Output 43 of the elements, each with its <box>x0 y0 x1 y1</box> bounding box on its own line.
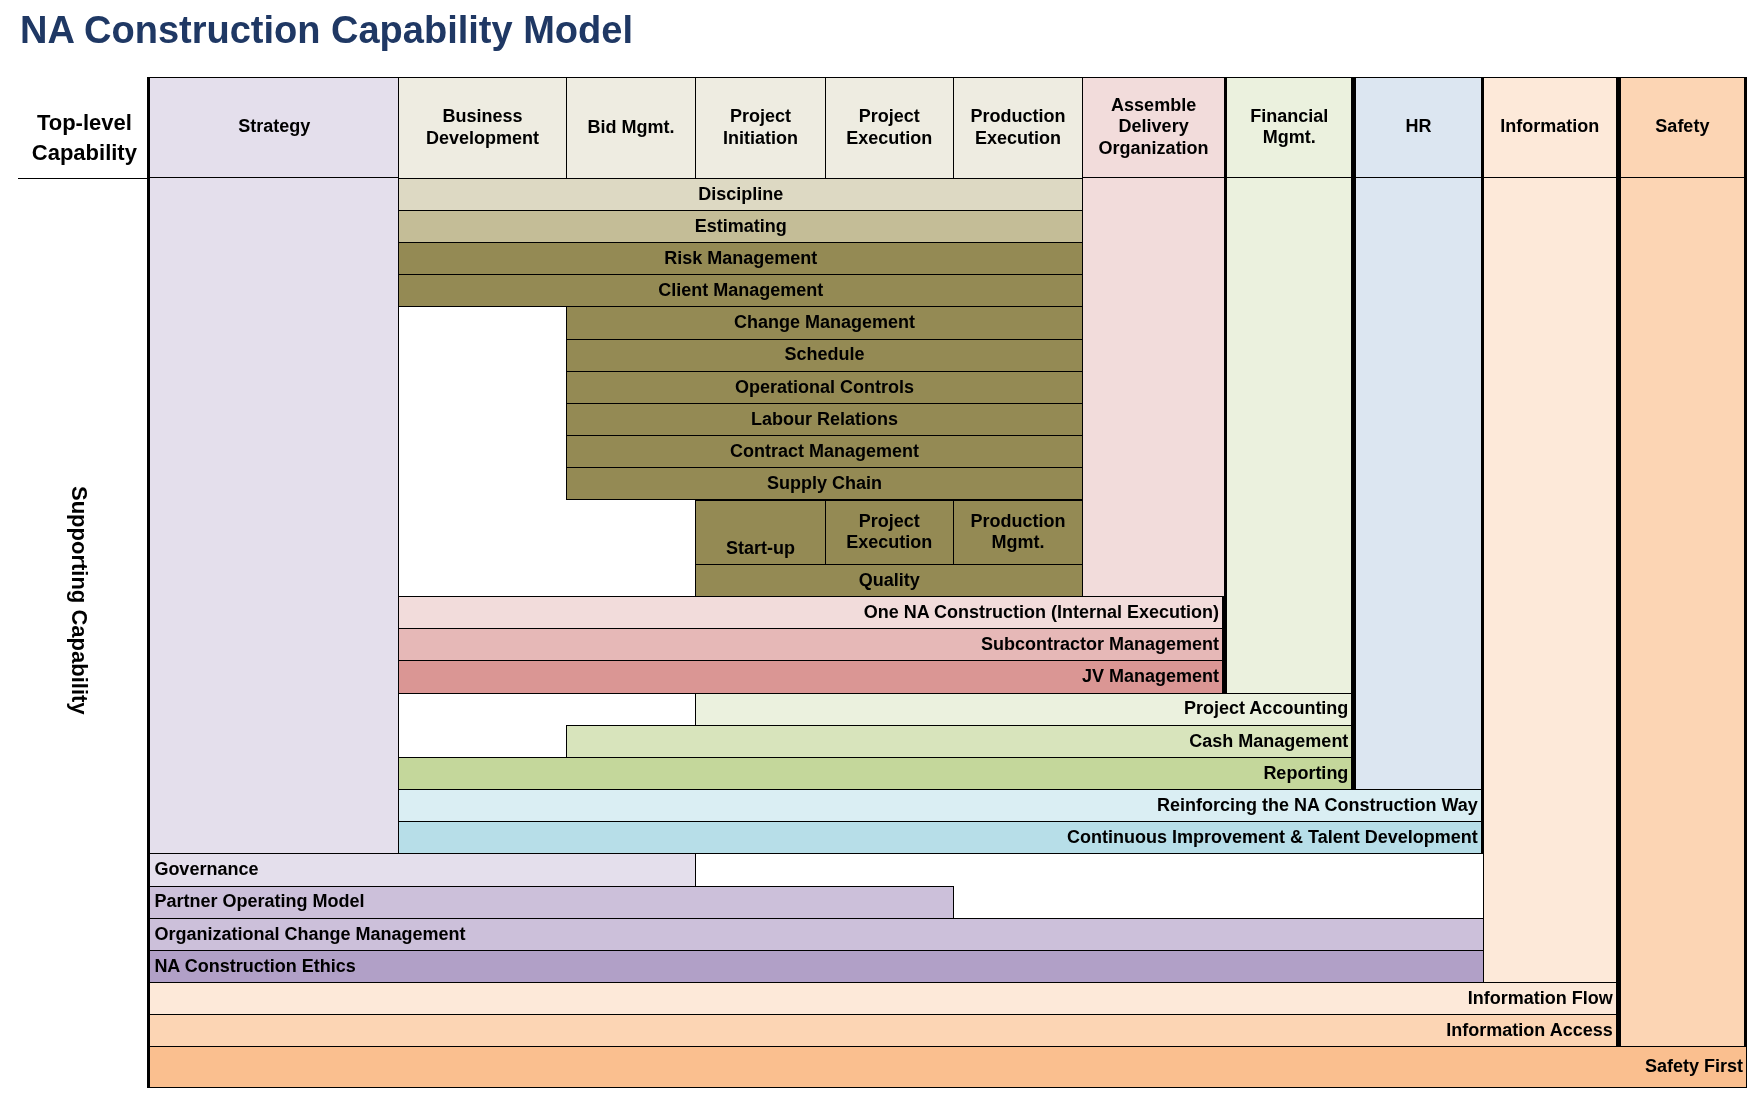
capability-band: Subcontractor Management <box>398 628 1225 662</box>
capability-band: Continuous Improvement & Talent Development <box>398 821 1484 855</box>
capability-band: One NA Construction (Internal Execution) <box>398 596 1225 630</box>
capability-band: Supply Chain <box>565 467 1084 501</box>
capability-band: Discipline <box>398 177 1084 211</box>
capability-band: Start-up <box>695 499 826 565</box>
column-header: Production Execution <box>952 76 1084 179</box>
capability-band: Operational Controls <box>565 370 1084 404</box>
capability-band: Information Flow <box>147 982 1619 1016</box>
capability-column: Financial Mgmt. <box>1224 76 1355 694</box>
column-header: Project Initiation <box>695 76 826 179</box>
capability-band: Organizational Change Management <box>147 917 1484 951</box>
capability-band: Estimating <box>398 209 1084 244</box>
capability-band: Risk Management <box>398 242 1084 276</box>
capability-band: Partner Operating Model <box>147 885 954 919</box>
column-header: Bid Mgmt. <box>565 76 697 179</box>
capability-column: Assemble Delivery Organization <box>1082 76 1225 597</box>
capability-column: Safety <box>1617 76 1747 1048</box>
column-header: Project Execution <box>824 76 954 179</box>
capability-band: Information Access <box>147 1014 1619 1048</box>
capability-band: Project Execution <box>824 499 954 565</box>
capability-band: Client Management <box>398 274 1084 308</box>
capability-band: Contract Management <box>565 435 1084 469</box>
capability-column: Information <box>1482 76 1619 984</box>
capability-band: Reinforcing the NA Construction Way <box>398 789 1484 823</box>
capability-band: Change Management <box>565 306 1084 340</box>
capability-band: Production Mgmt. <box>952 499 1084 565</box>
axis-label: Supporting Capability <box>65 486 92 715</box>
capability-column: Strategy <box>147 76 400 855</box>
capability-band: Reporting <box>398 756 1355 791</box>
column-header: Business Development <box>398 76 567 179</box>
capability-band: Quality <box>695 563 1084 597</box>
capability-band: NA Construction Ethics <box>147 949 1484 984</box>
capability-band: Cash Management <box>565 724 1355 758</box>
capability-column: HR <box>1353 76 1484 791</box>
row-label: Top-level Capability <box>30 109 138 167</box>
diagram-title: NA Construction Capability Model <box>20 8 633 53</box>
capability-band: Safety First <box>147 1046 1747 1088</box>
capability-band: JV Management <box>398 660 1225 694</box>
capability-band: Labour Relations <box>565 402 1084 437</box>
capability-band: Governance <box>147 853 697 887</box>
capability-band: Schedule <box>565 338 1084 372</box>
capability-band: Project Accounting <box>695 692 1355 726</box>
